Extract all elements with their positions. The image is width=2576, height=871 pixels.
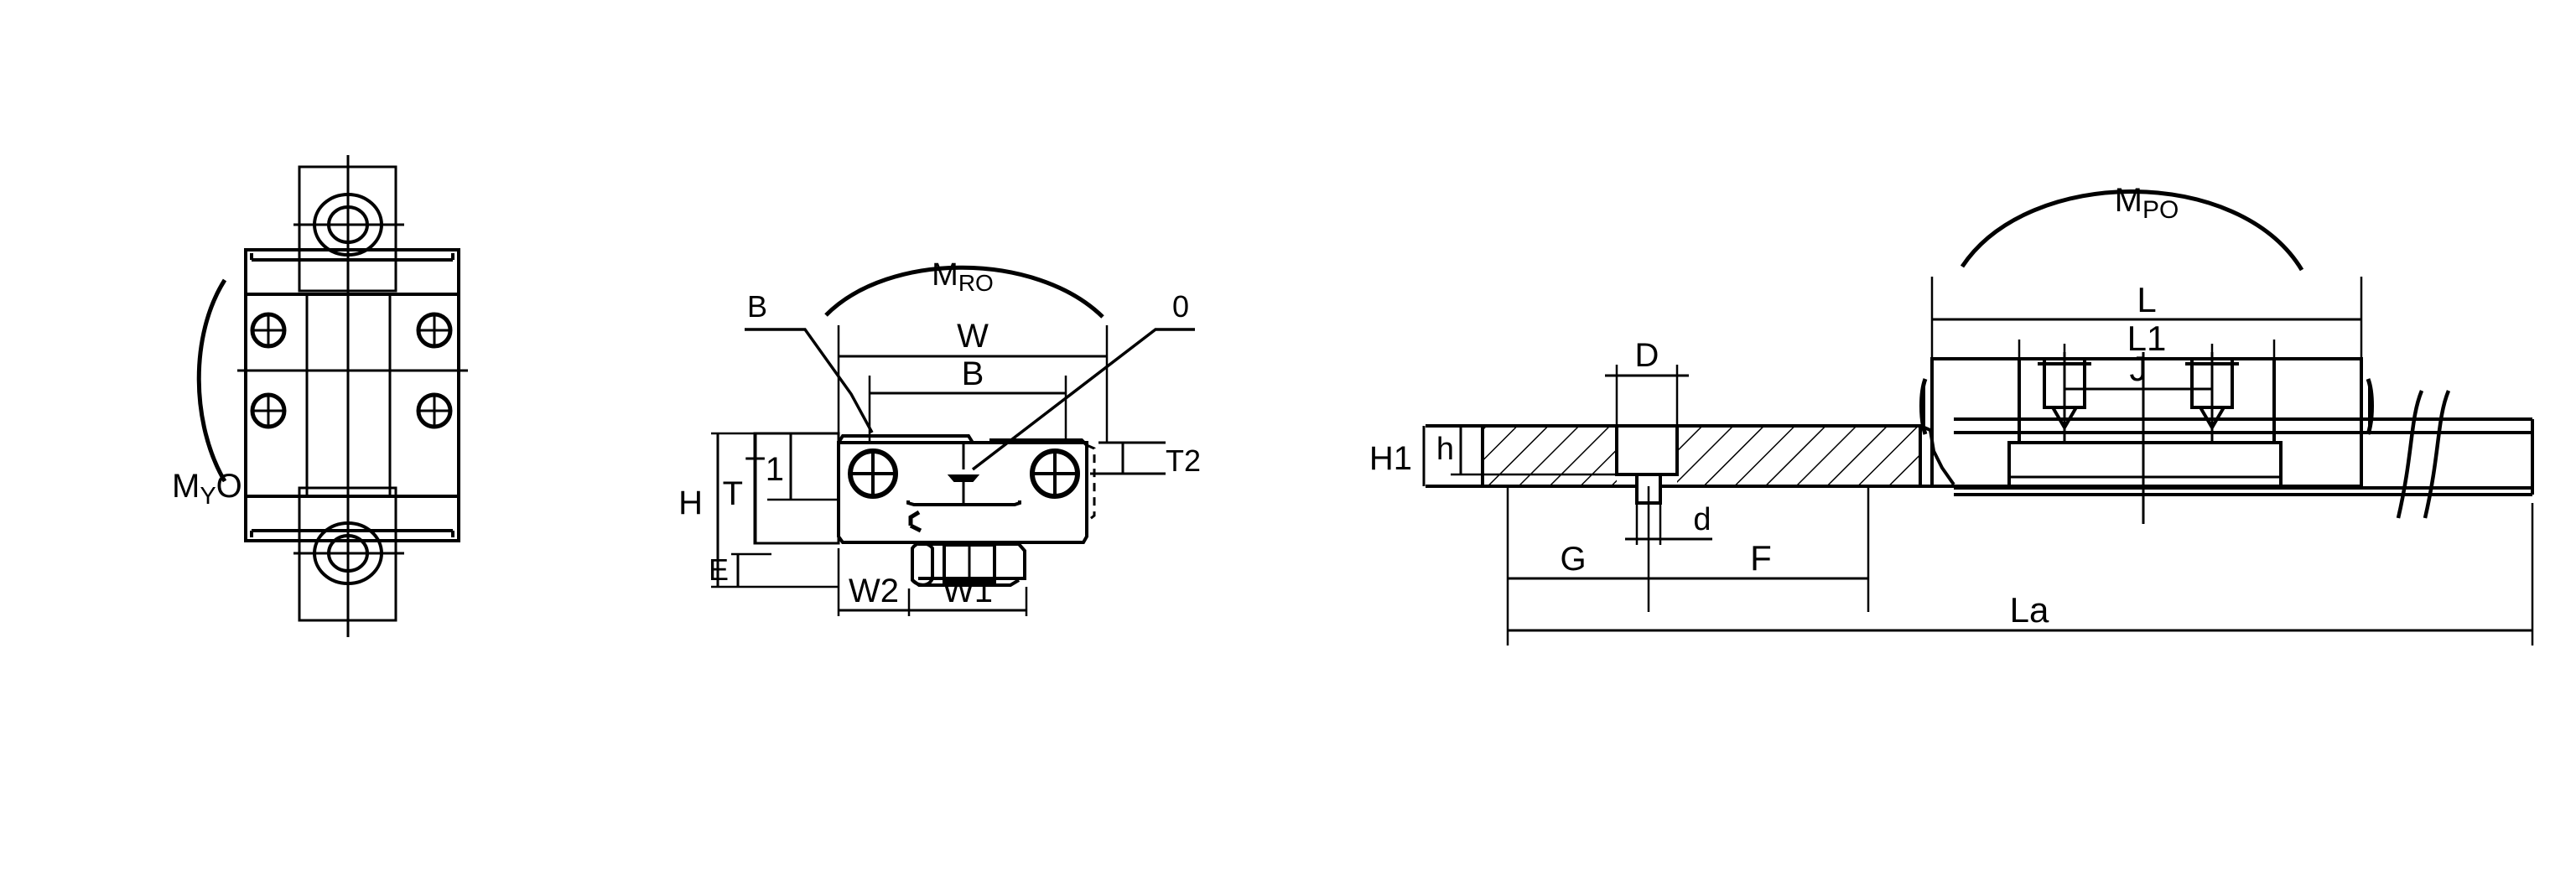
right-view-group: MPO [1369,182,2534,645]
break-line-a [2396,390,2424,519]
dim-d: d [1625,474,1712,545]
ball-track-left [848,448,898,499]
dim-label-E: E [709,552,729,587]
dim-label-B-leader: B [747,289,767,324]
dim-label-G: G [1560,541,1586,578]
dim-D: D [1605,337,1689,428]
dim-F: F [1649,486,1870,612]
dim-B: B [868,355,1067,442]
dim-label-T: T [723,475,743,512]
dim-L: L [1930,277,2363,360]
dim-T2: T2 [1090,441,1201,478]
dim-label-T2: T2 [1166,443,1201,478]
dim-La: La [1506,503,2534,645]
dim-H1: H1 [1369,426,1426,486]
dim-label-L: L [2137,280,2156,319]
dim-label-O-leader: 0 [1172,289,1189,324]
rail-longitudinal [1954,390,2534,519]
dim-label-W: W [957,318,989,355]
ball-track-right [1030,448,1080,499]
dim-label-h: h [1436,432,1454,467]
middle-view-group: MRO [678,257,1201,616]
moment-label-myo: MYO [172,468,242,510]
left-view-group: MYO [172,155,468,637]
rail-section [906,500,1026,587]
dim-label-F: F [1750,538,1772,578]
dim-H: H [678,432,839,588]
dim-leader-O-right: 0 [971,289,1195,471]
dim-W1: W1 [909,573,1028,616]
tapped-hole [416,392,453,429]
dim-label-La: La [2010,590,2049,630]
dim-T1: T1 [745,433,839,501]
dim-label-W2: W2 [849,573,899,609]
moment-label-mro: MRO [932,257,994,296]
dim-L1: L1 [2018,319,2276,360]
dim-label-T1: T1 [745,451,784,488]
dim-leader-B-left: B [745,289,874,433]
moment-arc-mpo [1960,189,2304,272]
dim-label-d: d [1693,502,1711,537]
counterbore-hole [1615,424,1679,476]
tapped-hole [250,312,287,349]
dim-label-H1: H1 [1369,440,1412,477]
dim-G: G [1506,486,1650,612]
tapped-hole [250,392,287,429]
dim-h: h [1436,426,1617,476]
moment-label-mpo: MPO [2115,182,2179,224]
carriage-tapped-holes [250,312,453,429]
tapped-hole [416,312,453,349]
dim-E: E [709,552,771,587]
grease-fitting-center [947,443,980,503]
dim-label-L1: L1 [2127,319,2167,358]
dim-J: J [2063,344,2214,411]
moment-arc-mro [824,265,1104,319]
break-line-b [2423,390,2451,519]
moment-arc-myo [196,278,227,483]
dim-T: T [723,433,757,543]
dim-label-D: D [1635,337,1659,374]
carriage-plan-body [244,248,460,542]
dim-label-B: B [962,355,984,392]
dim-label-W1: W1 [943,573,993,609]
dim-label-J: J [2130,349,2148,388]
dim-label-H: H [678,485,703,521]
mounting-base-plate [1426,424,1922,505]
dim-W: W [837,318,1109,442]
